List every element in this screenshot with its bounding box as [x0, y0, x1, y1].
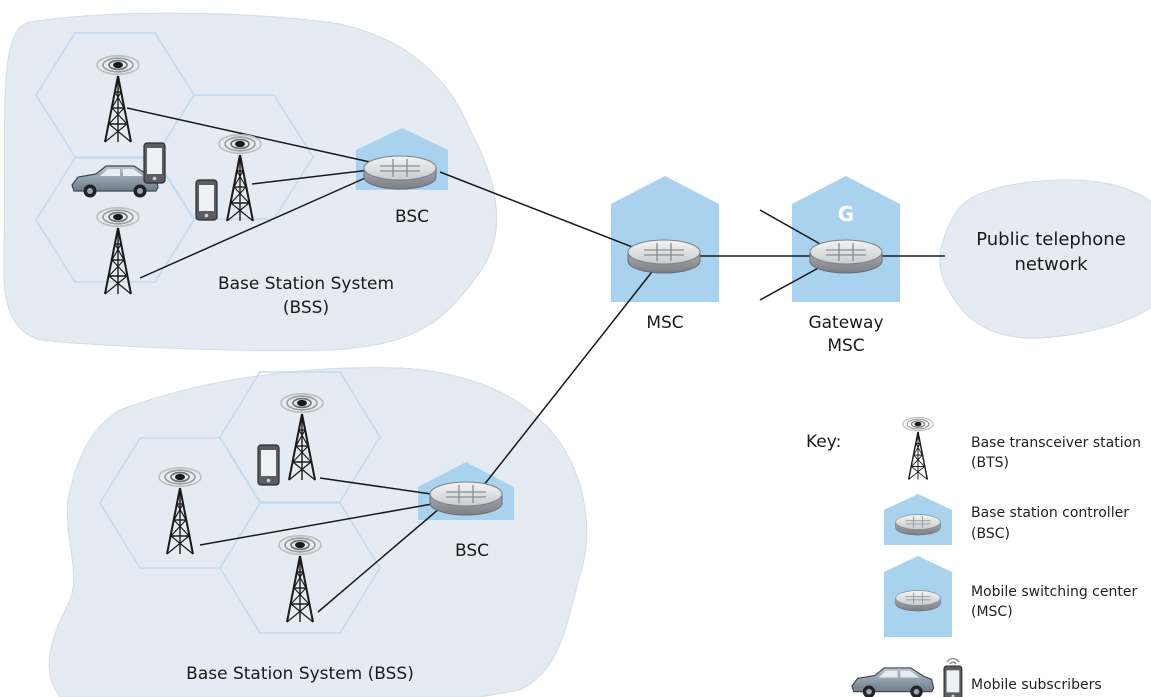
gateway-msc-router-icon: [809, 239, 883, 274]
bss-top-label-line1: Base Station System: [218, 274, 394, 294]
gateway-badge: G: [838, 202, 854, 226]
key-msc-text-line2: (MSC): [971, 604, 1013, 620]
msc-router-icon: [627, 239, 701, 274]
key-phone-icon: [943, 665, 963, 697]
msc-building-icon: [611, 176, 719, 302]
link-bts-bsc-bottom: [199, 502, 439, 546]
key-title: Key:: [806, 432, 841, 452]
bss-top-cloud: [3, 12, 498, 352]
key-bts-text-line2: (BTS): [971, 455, 1009, 471]
mobile-phone-icon: [195, 179, 218, 221]
key-bsc-text-line2: (BSC): [971, 526, 1010, 542]
link-bts-bsc: [251, 169, 371, 185]
pstn-label-line2: network: [1014, 254, 1088, 275]
bss-bottom-cloud: [48, 367, 588, 697]
key-subscribers-text: Mobile subscribers: [971, 677, 1102, 693]
gateway-msc-label-line1: Gateway: [808, 313, 883, 333]
link-bts-bsc-bottom: [317, 507, 441, 613]
key-bsc-text-line1: Base station controller: [971, 505, 1129, 521]
pstn-cloud: [939, 179, 1151, 339]
link-bts-bsc-bottom: [319, 477, 439, 496]
link-gateway-external: [759, 209, 823, 246]
key-bts-text-line1: Base transceiver station: [971, 435, 1141, 451]
bsc-top-label: BSC: [395, 207, 429, 227]
bsc-top-router-icon: [363, 155, 437, 190]
msc-label: MSC: [646, 313, 683, 333]
bss-top-cells: [35, 32, 314, 283]
bss-top-label-line2: (BSS): [283, 298, 329, 318]
bss-bottom-cells: [99, 371, 381, 634]
mobile-phone-icon: [143, 142, 166, 184]
key-bts-icon: [902, 416, 934, 481]
cell-hexagon: [35, 157, 195, 283]
key-legend: Key: Base transceiver station (BTS) Base…: [806, 416, 1141, 697]
bss-bottom-label: Base Station System (BSS): [186, 664, 414, 684]
key-msc-router-icon: [895, 590, 941, 612]
mobile-phone-icon: [257, 444, 280, 486]
bsc-bottom-router-icon: [429, 481, 503, 516]
gateway-msc-label-line2: MSC: [827, 336, 864, 356]
link-bsc-msc: [439, 171, 641, 251]
key-car-icon: [851, 667, 935, 697]
key-msc-text-line1: Mobile switching center: [971, 584, 1137, 600]
pstn-label-line1: Public telephone: [976, 229, 1126, 250]
link-bts-bsc: [139, 174, 373, 279]
links: [126, 107, 945, 613]
gateway-msc-building-icon: [792, 176, 900, 302]
cell-hexagon: [154, 94, 314, 220]
key-bsc-router-icon: [895, 514, 941, 536]
key-phone-signal-icon: [946, 657, 960, 665]
bsc-bottom-label: BSC: [455, 541, 489, 561]
link-msc-bsc-bottom: [479, 267, 656, 491]
link-gateway-external: [759, 265, 823, 301]
cell-hexagon: [219, 502, 381, 634]
